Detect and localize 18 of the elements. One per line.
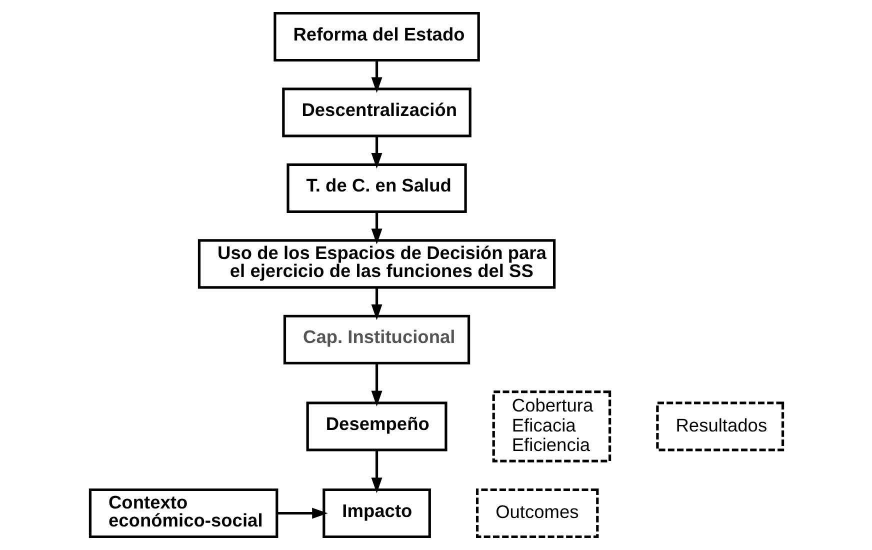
arrow [370, 450, 382, 494]
arrow [370, 136, 382, 169]
arrow [276, 508, 328, 519]
node-box: Resultados [656, 402, 784, 452]
arrow [370, 288, 382, 320]
node-box: Uso de los Espacios de Decisión para el ejercicio de las funciones del SS [197, 239, 556, 289]
arrow [370, 363, 382, 406]
node-box: Descentralización [282, 88, 471, 138]
node-box: Impacto [322, 488, 430, 538]
node-box: Reforma del Estado [273, 12, 480, 62]
arrow [370, 212, 382, 244]
node-box: Desempeño [306, 402, 447, 452]
node-box: T. de C. en Salud [286, 163, 466, 213]
node-box: Contexto económico-social [88, 488, 278, 538]
node-box: Cap. Institucional [282, 314, 470, 364]
node-box: Cobertura Eficacia Eficiencia [492, 390, 611, 462]
node-box: Outcomes [476, 488, 598, 538]
arrow [370, 60, 382, 93]
